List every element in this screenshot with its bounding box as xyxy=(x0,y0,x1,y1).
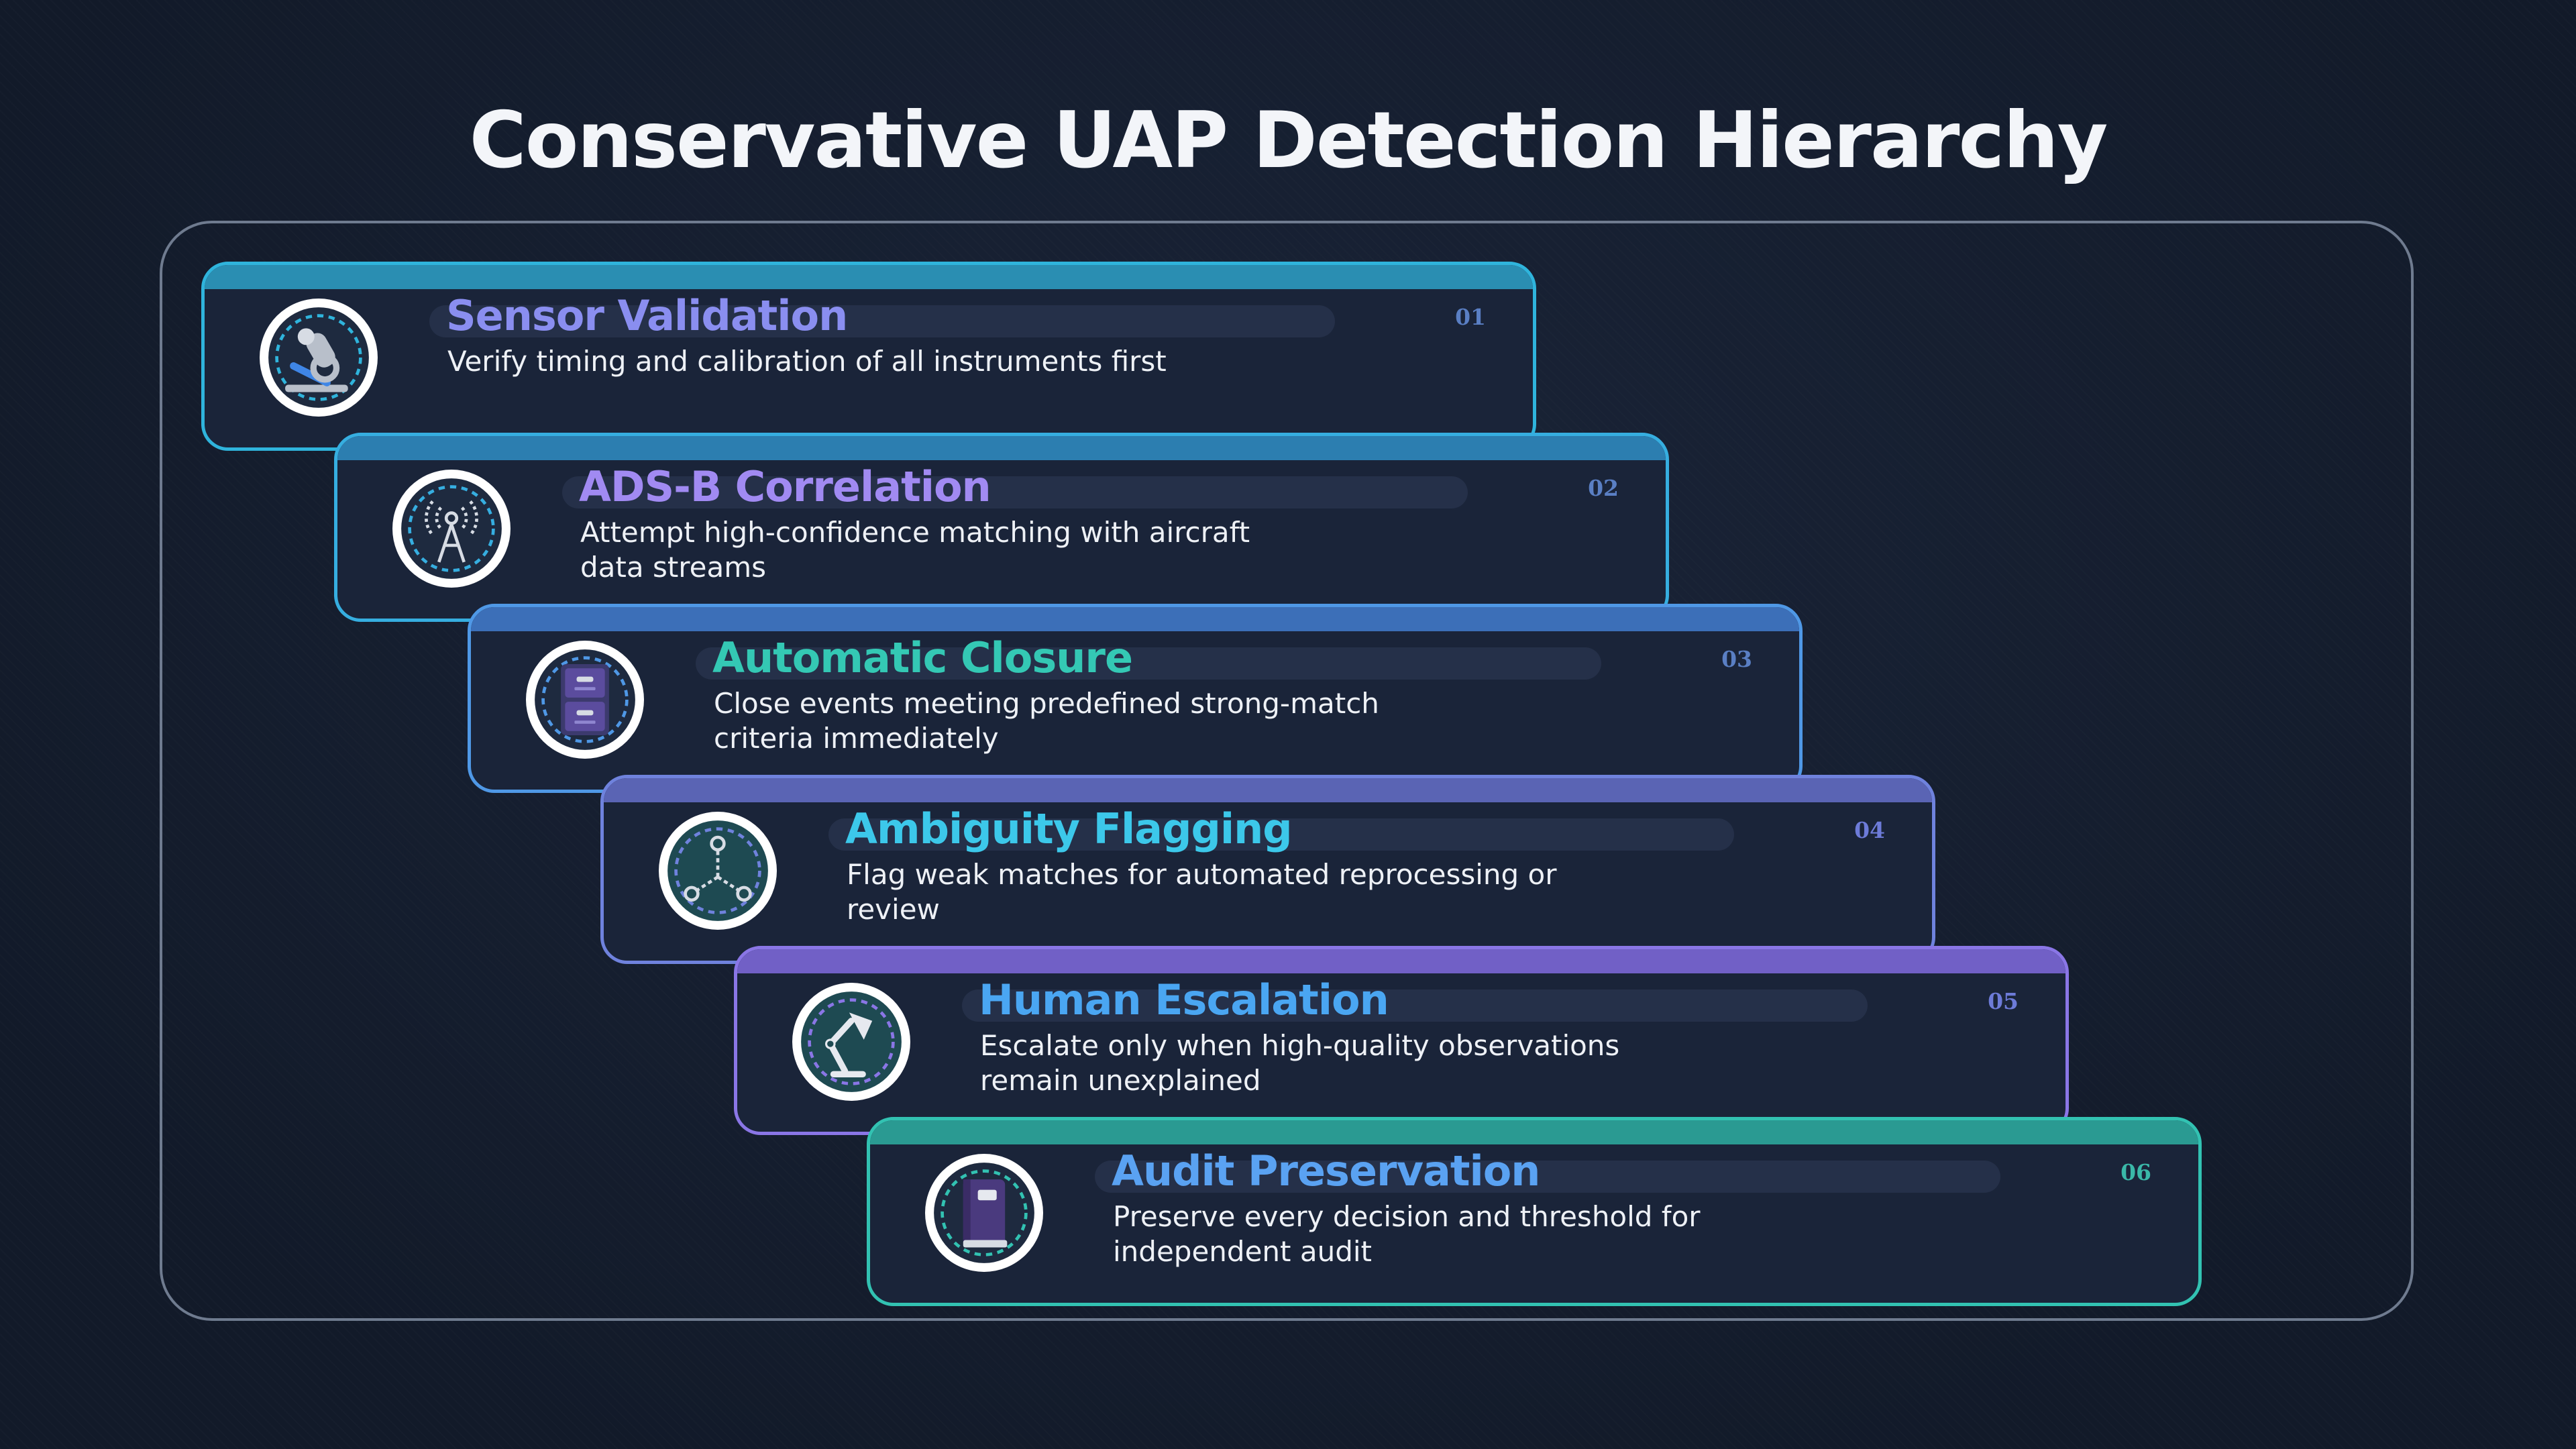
step-header-bar xyxy=(604,778,1932,802)
step-title-track xyxy=(696,647,1601,680)
step-title-track xyxy=(1095,1161,2000,1193)
step-description: Escalate only when high-quality observat… xyxy=(980,1029,1620,1097)
step-title: Audit Preservation xyxy=(1112,1146,1540,1195)
step-title: Sensor Validation xyxy=(446,291,848,340)
step-header-bar xyxy=(471,607,1799,631)
network-nodes-icon xyxy=(667,820,768,921)
step-header-bar xyxy=(737,949,2065,973)
step-card-audit-preservation: Audit Preservation 06 Preserve every dec… xyxy=(867,1117,2202,1306)
page-title: Conservative UAP Detection Hierarchy xyxy=(469,95,2108,186)
step-title: Automatic Closure xyxy=(712,633,1133,682)
step-icon-badge xyxy=(659,812,777,930)
step-number: 04 xyxy=(1854,817,1885,843)
step-card-human-escalation: Human Escalation 05 Escalate only when h… xyxy=(734,946,2069,1135)
step-description: Attempt high-confidence matching with ai… xyxy=(580,516,1250,584)
step-header-bar xyxy=(337,436,1666,460)
desk-lamp-icon xyxy=(801,991,902,1092)
step-number: 05 xyxy=(1988,988,2019,1014)
step-card-ads-b-correlation: ADS-B Correlation 02 Attempt high-confid… xyxy=(334,433,1669,622)
step-icon-badge xyxy=(925,1154,1043,1272)
step-description: Close events meeting predefined strong-m… xyxy=(714,687,1379,755)
book-icon xyxy=(934,1163,1034,1263)
diagram-frame xyxy=(160,221,2414,1321)
step-title: Ambiguity Flagging xyxy=(845,804,1293,853)
step-icon-badge xyxy=(260,299,378,417)
step-card-automatic-closure: Automatic Closure 03 Close events meetin… xyxy=(468,604,1803,793)
step-header-bar xyxy=(870,1120,2198,1144)
step-number: 02 xyxy=(1588,475,1619,501)
step-title: ADS-B Correlation xyxy=(579,462,991,511)
step-description: Flag weak matches for automated reproces… xyxy=(847,858,1557,926)
step-description: Preserve every decision and threshold fo… xyxy=(1113,1200,1701,1268)
step-description: Verify timing and calibration of all ins… xyxy=(447,345,1167,378)
step-number: 06 xyxy=(2121,1159,2151,1185)
step-icon-badge xyxy=(526,641,644,759)
radio-tower-icon xyxy=(401,478,502,579)
file-cabinet-icon xyxy=(535,649,635,750)
step-title-track xyxy=(562,476,1468,508)
step-header-bar xyxy=(205,265,1533,289)
step-number: 01 xyxy=(1455,304,1486,330)
step-number: 03 xyxy=(1721,646,1752,672)
step-icon-badge xyxy=(392,470,511,588)
step-icon-badge xyxy=(792,983,910,1101)
step-card-ambiguity-flagging: Ambiguity Flagging 04 Flag weak matches … xyxy=(600,775,1935,964)
step-title-track xyxy=(828,818,1734,851)
step-title-track xyxy=(429,305,1335,337)
microscope-icon xyxy=(268,307,369,408)
step-title-track xyxy=(962,989,1868,1022)
step-title: Human Escalation xyxy=(979,975,1389,1024)
step-card-sensor-validation: Sensor Validation 01 Verify timing and c… xyxy=(201,262,1536,451)
